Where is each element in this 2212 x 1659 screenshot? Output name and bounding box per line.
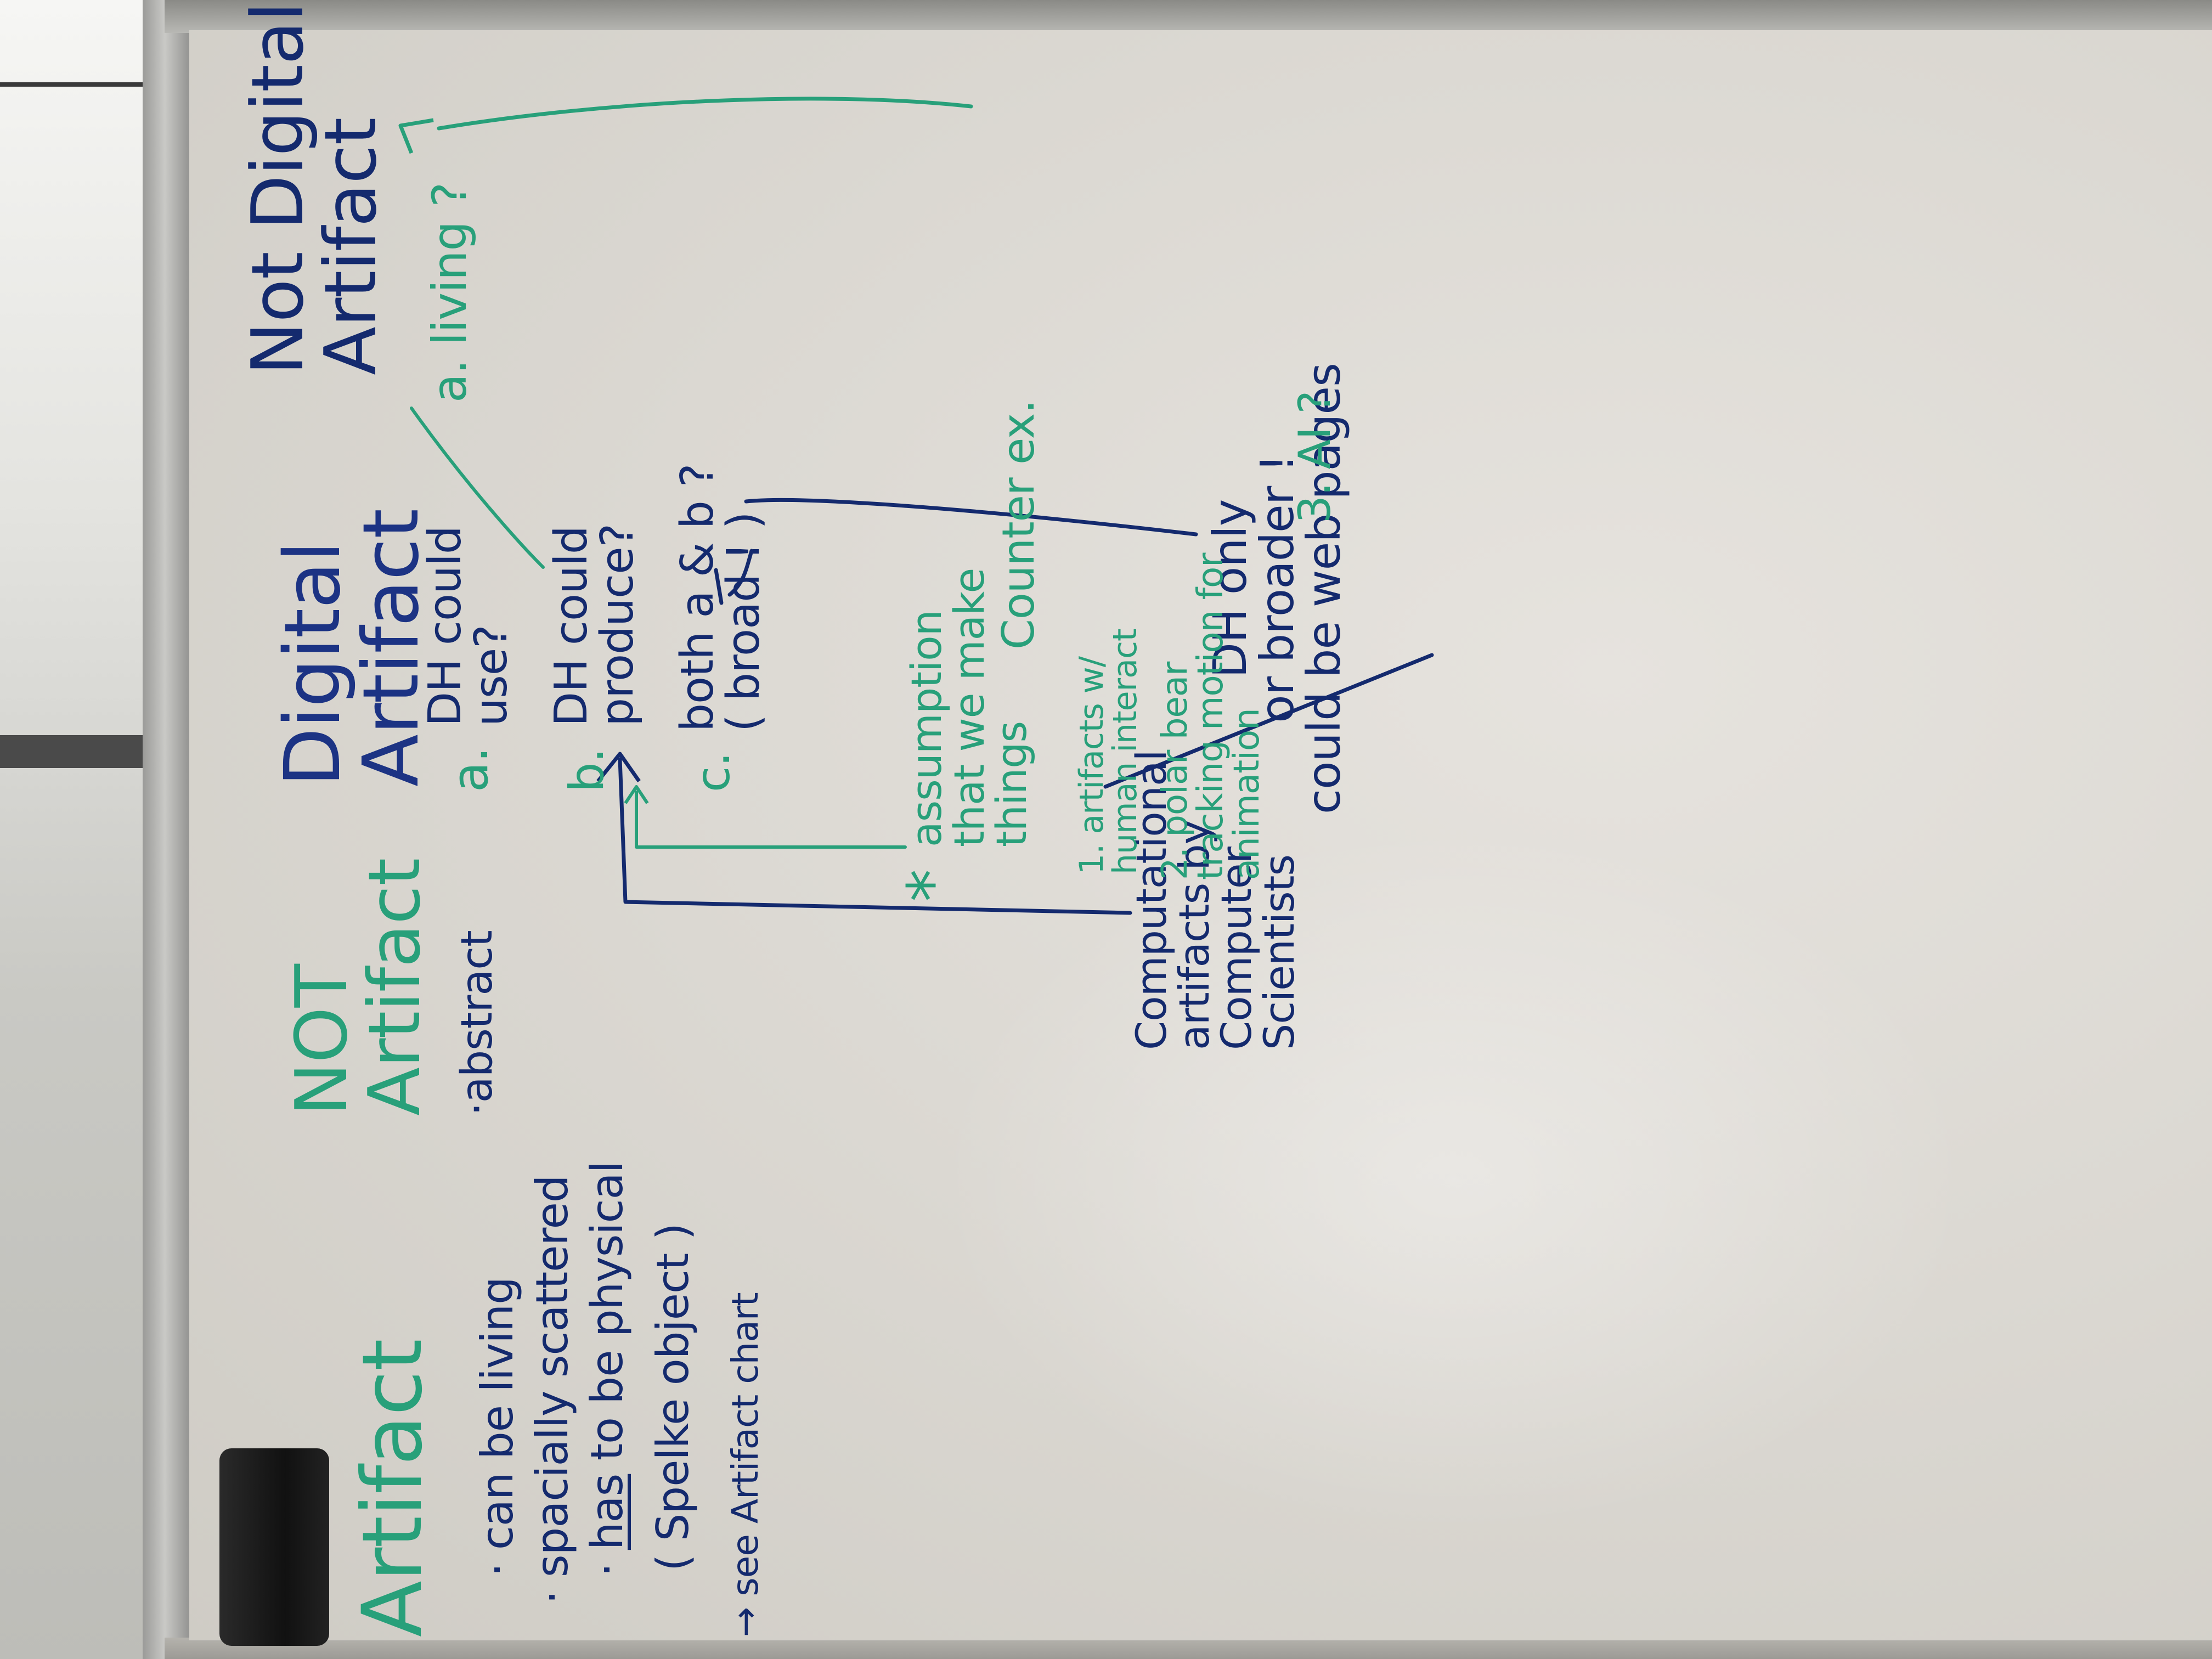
arrow-dhonly-to-both: [744, 498, 1198, 537]
not-digital-item-living: a. living ?: [422, 182, 477, 403]
line-living-to-produce: [410, 407, 545, 569]
digital-item-c-letter: c.: [686, 752, 741, 792]
arrow-assumption-to-b: [635, 791, 907, 849]
arrowhead-b-navy: [596, 752, 641, 783]
digital-item-b-letter: b.: [560, 748, 614, 792]
artifact-item-physical: · has to be physical: [582, 1161, 633, 1577]
right-arrow-icon: →: [724, 1607, 766, 1637]
arrowhead-both: [727, 549, 754, 597]
arrowhead-living: [398, 118, 434, 154]
digital-item-a-letter: a.: [442, 747, 499, 792]
arrowhead-b-green: [624, 785, 649, 804]
window-band: [0, 82, 165, 87]
counter-examples-title: Counter ex.: [993, 400, 1044, 650]
counter-example-1: 1. artifacts w/human interact: [1073, 629, 1145, 874]
artifact-item-living: · can be living: [472, 1277, 523, 1577]
artifact-see-chart: → see Artifact chart: [724, 1293, 766, 1637]
background-window: [0, 0, 165, 1659]
artifact-heading: Artifact: [345, 1339, 441, 1637]
counter-example-3: 3. AI ?: [1289, 391, 1340, 523]
whiteboard-frame-left: [143, 0, 192, 1659]
whiteboard: [189, 30, 2212, 1640]
whiteboard-tray: [165, 1638, 2212, 1659]
artifact-spelke-object: ( Spelke object ): [647, 1223, 698, 1571]
underlined-has: has: [582, 1474, 633, 1550]
not-artifact-item-abstract: ·abstract: [453, 930, 502, 1116]
arrow-counter-to-living: [437, 97, 973, 131]
arrow-computational-to-b: [618, 757, 1132, 915]
whiteboard-frame-top: [165, 0, 2212, 33]
artifact-item-scattered: · spacially scattered: [527, 1175, 578, 1604]
arrowhead-both-tip: [714, 568, 724, 605]
divider-slash: [1103, 653, 1434, 789]
digital-item-c-text: both a & b ?( broad ! ): [672, 464, 770, 732]
whiteboard-eraser: [219, 1448, 329, 1646]
window-sill: [0, 735, 165, 768]
assumption-star-icon: *: [894, 869, 970, 902]
